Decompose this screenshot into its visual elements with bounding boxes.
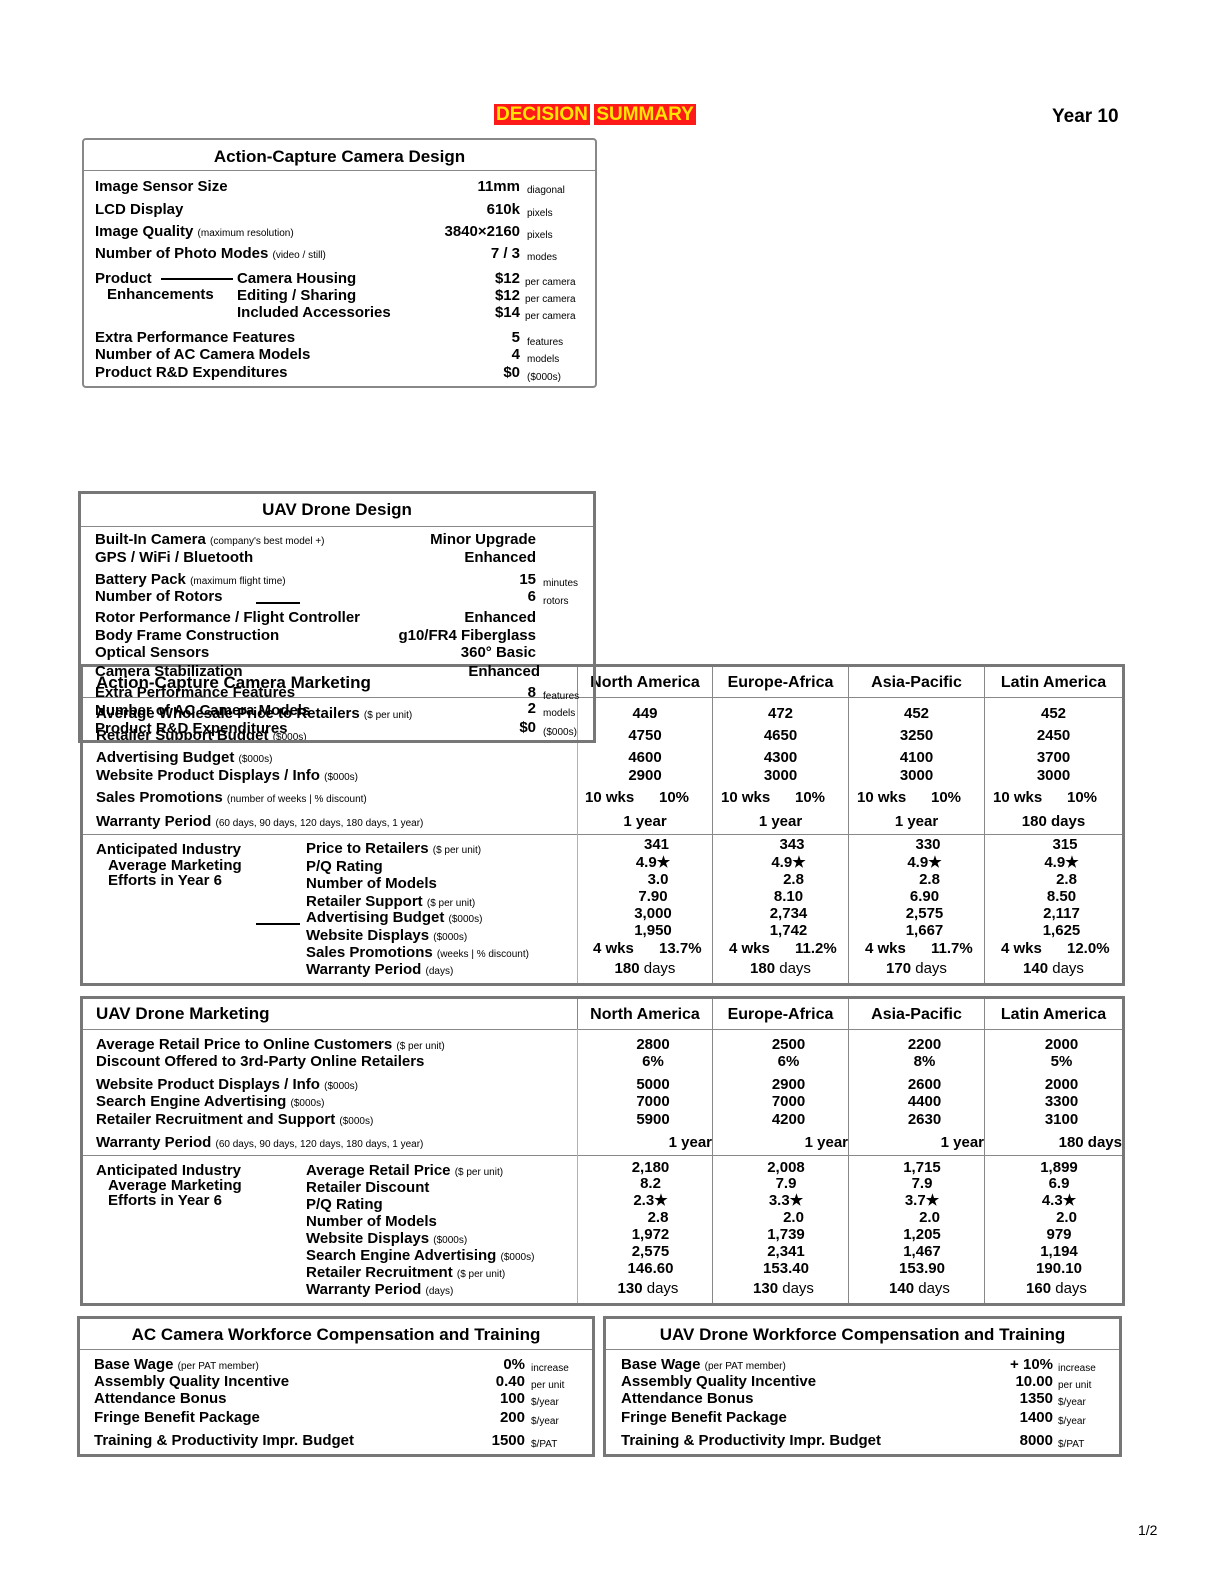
uav-ind-price-label: Average Retail Price ($ per unit) [306,1162,504,1179]
uav-body-label: Body Frame Construction [95,627,280,644]
ac-enh-housing: Camera Housing [237,270,357,287]
uav-models-label: Number of AC Camera Models [95,702,311,719]
uav-ind-search-label: Search Engine Advertising ($000s) [306,1247,535,1264]
page-number: 1/2 [1138,1522,1158,1538]
uav-battery-label: Battery Pack (maximum flight time) [95,571,286,588]
uav-mkt-web-label: Website Product Displays / Info ($000s) [96,1076,359,1093]
uav-rd-label: Product R&D Expenditures [95,720,288,737]
ac-workforce-panel [77,1316,595,1457]
ac-ind-adv-label: Advertising Budget ($000s) [306,909,483,926]
ac-workforce-title: AC Camera Workforce Compensation and Tra… [131,1325,541,1344]
region-europe-africa: Europe-Africa [727,674,834,691]
uav-wf-fringe-label: Fringe Benefit Package [621,1409,787,1426]
ac-modes-value: 7 / 3 [490,245,520,262]
ac-mkt-price-label: Average Wholesale Price to Retailers ($ … [96,705,413,722]
uav-stab-label: Camera Stabilization [95,663,243,680]
ac-mkt-price-ea: 472 [767,705,794,722]
ac-ind-label3: Efforts in Year 6 [108,872,222,889]
uav-camera-label: Built-In Camera (company's best model +) [95,531,325,548]
page-title: DECISION SUMMARY [494,104,696,125]
uav-design-panel [78,491,596,743]
ac-ind-price-label: Price to Retailers ($ per unit) [306,840,482,857]
ac-quality-value: 3840×2160 [444,223,521,240]
uav-wf-quality-label: Assembly Quality Incentive [621,1373,817,1390]
uav-ind-pq-label: P/Q Rating [306,1196,383,1213]
ac-extra-label: Extra Performance Features [95,329,296,346]
ac-enh-label1: Product [95,270,152,287]
uav-optical-label: Optical Sensors [95,644,210,661]
ac-mkt-warranty-label: Warranty Period (60 days, 90 days, 120 d… [96,813,424,830]
ac-marketing-panel [80,664,1125,986]
uav-mkt-price-label: Average Retail Price to Online Customers… [96,1036,445,1053]
uav-wf-wage-label: Base Wage (per PAT member) [621,1356,786,1373]
uav-mkt-recruit-label: Retailer Recruitment and Support ($000s) [96,1111,374,1128]
ac-mkt-retail-label: Retailer Support Budget ($000s) [96,727,307,744]
uav-design-title: UAV Drone Design [262,500,412,519]
ac-sensor-label: Image Sensor Size [95,178,228,195]
uav-ind-label1: Anticipated Industry [96,1162,242,1179]
ac-sensor-value: 11mm [477,178,520,195]
ac-enh-label2: Enhancements [107,286,214,303]
ac-ind-label1: Anticipated Industry [96,841,242,858]
uav-ind-web-label: Website Displays ($000s) [306,1230,468,1247]
uav-rotors-label: Number of Rotors [95,588,223,605]
uav-ind-recruit-label: Retailer Recruitment ($ per unit) [306,1264,506,1281]
ac-ind-retail-label: Retailer Support ($ per unit) [306,893,476,910]
ac-wf-fringe-label: Fringe Benefit Package [94,1409,260,1426]
region-asia-pacific: Asia-Pacific [871,674,962,691]
uav-wf-attendance-label: Attendance Bonus [621,1390,754,1407]
uav-gps-label: GPS / WiFi / Bluetooth [95,549,254,566]
uav-mkt-warranty-label: Warranty Period (60 days, 90 days, 120 d… [96,1134,424,1151]
ac-quality-label: Image Quality (maximum resolution) [95,223,294,240]
ac-modes-label: Number of Photo Modes (video / still) [95,245,326,262]
ac-design-title: Action-Capture Camera Design [213,147,466,166]
uav-mkt-search-label: Search Engine Advertising ($000s) [96,1093,325,1110]
ac-wf-training-label: Training & Productivity Impr. Budget [94,1432,355,1449]
ac-mkt-price-na: 449 [632,705,658,722]
uav-extra-label: Extra Performance Features [95,684,296,701]
uav-ind-models-label: Number of Models [306,1213,437,1230]
uav-wf-training-label: Training & Productivity Impr. Budget [621,1432,882,1449]
uav-ind-discount-label: Retailer Discount [306,1179,430,1196]
uav-ind-label3: Efforts in Year 6 [108,1192,222,1209]
ac-wf-wage-label: Base Wage (per PAT member) [94,1356,259,1373]
ac-ind-label2: Average Marketing [108,857,242,874]
ac-design-panel [82,138,597,388]
uav-ind-label2: Average Marketing [108,1177,242,1194]
uav-ind-warranty-label: Warranty Period (days) [306,1281,454,1298]
ac-ind-web-label: Website Displays ($000s) [306,927,468,944]
ac-enh-accessories: Included Accessories [237,304,391,321]
ac-rd-label: Product R&D Expenditures [95,364,288,381]
ac-mkt-web-label: Website Product Displays / Info ($000s) [96,767,359,784]
uav-mkt-discount-label: Discount Offered to 3rd-Party Online Ret… [96,1053,425,1070]
ac-ind-promo-label: Sales Promotions (weeks | % discount) [306,944,529,961]
uav-workforce-title: UAV Drone Workforce Compensation and Tra… [659,1325,1066,1344]
ac-models-label: Number of AC Camera Models [95,346,311,363]
ac-ind-models-label: Number of Models [306,875,437,892]
year-label: Year 10 [1052,106,1119,127]
uav-marketing-title: UAV Drone Marketing [96,1004,270,1023]
ac-wf-quality-label: Assembly Quality Incentive [94,1373,290,1390]
ac-lcd-value: 610k [486,201,520,218]
ac-lcd-label: LCD Display [95,201,184,218]
uav-workforce-panel [603,1316,1122,1457]
ac-marketing-title: Action-Capture Camera Marketing [96,673,371,692]
ac-enh-editing: Editing / Sharing [237,287,357,304]
ac-wf-attendance-label: Attendance Bonus [94,1390,227,1407]
ac-ind-warranty-label: Warranty Period (days) [306,961,454,978]
ac-ind-pq-label: P/Q Rating [306,858,383,875]
ac-mkt-price-ap: 452 [903,705,930,722]
uav-rotor-perf-label: Rotor Performance / Flight Controller [95,609,361,626]
ac-mkt-price-la: 452 [1040,705,1067,722]
ac-mkt-promo-label: Sales Promotions (number of weeks | % di… [96,789,367,806]
ac-mkt-adv-label: Advertising Budget ($000s) [96,749,273,766]
region-north-america: North America [590,674,700,691]
region-latin-america: Latin America [1000,674,1107,691]
uav-marketing-panel [80,996,1125,1306]
